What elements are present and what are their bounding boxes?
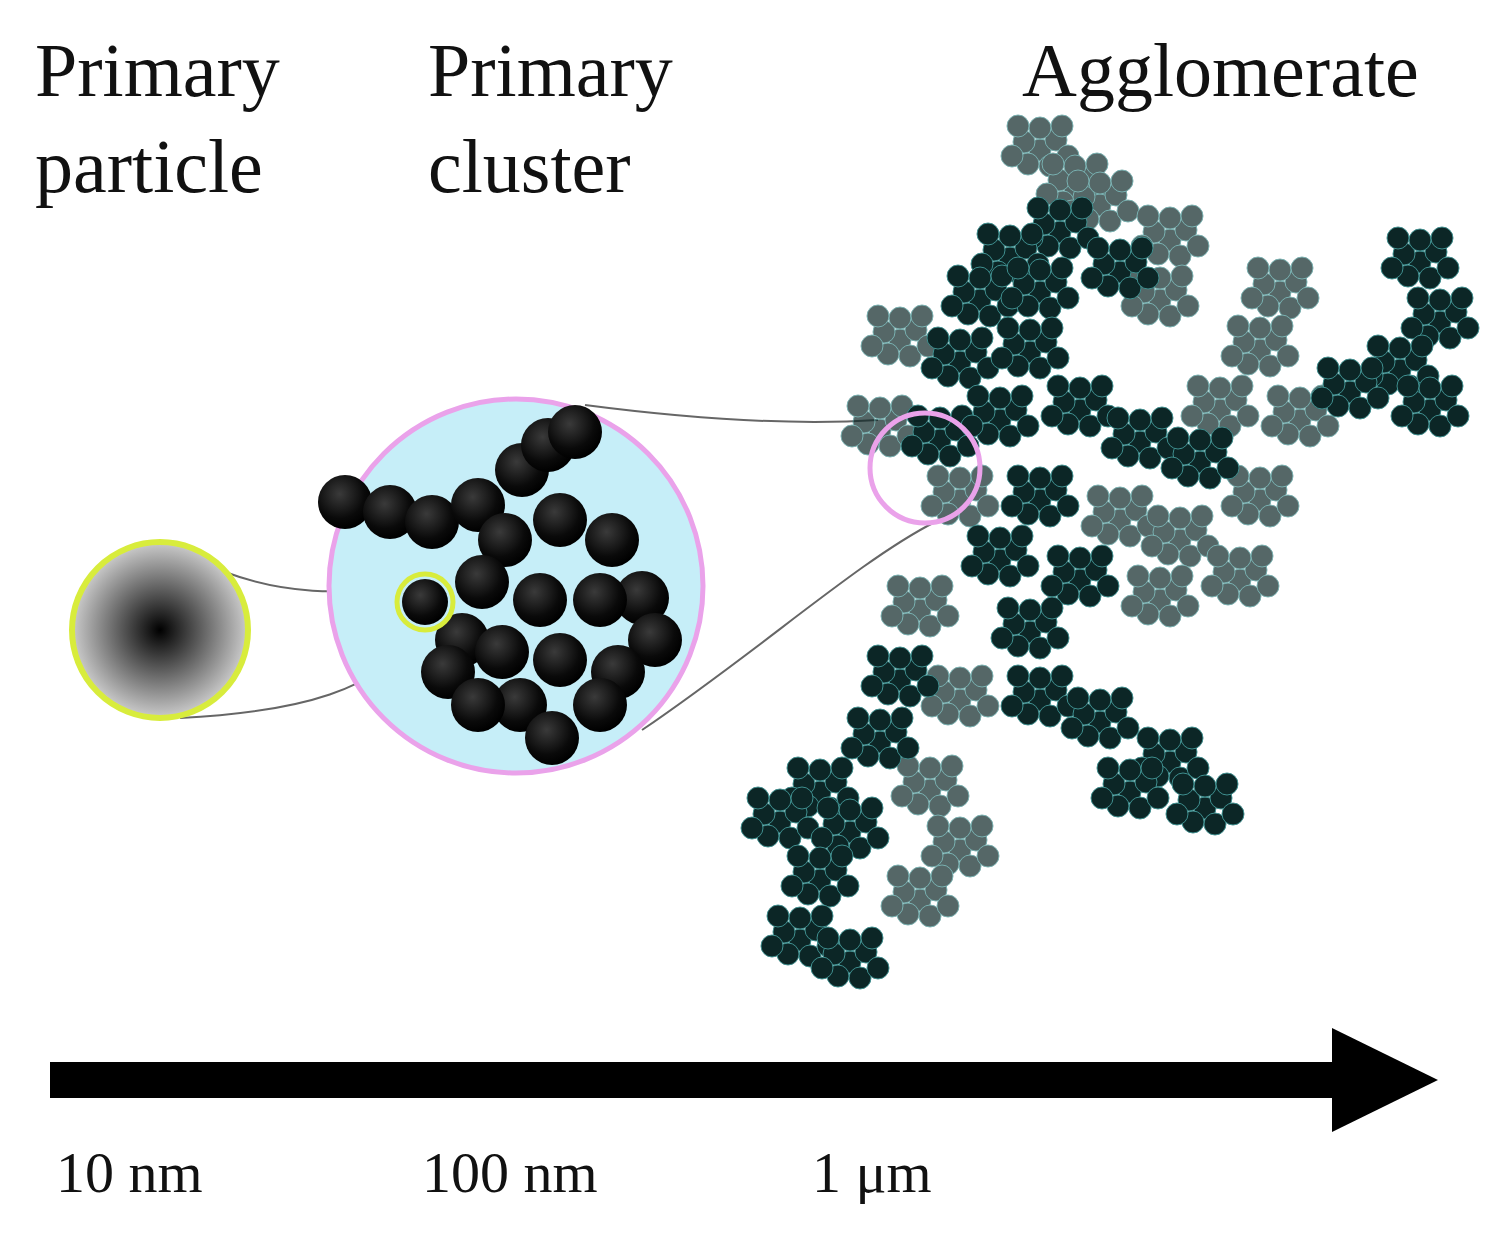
scale-tick-label: 10 nm	[56, 1138, 316, 1208]
primary-particle	[72, 542, 248, 718]
highlight-ring	[870, 413, 980, 523]
cluster-circle	[329, 399, 703, 773]
scale-heading: Primary particle	[35, 22, 345, 214]
scale-tick-label: 100 nm	[422, 1138, 682, 1208]
scale-heading: Agglomerate	[1022, 22, 1492, 118]
agglomerate	[741, 115, 1479, 989]
cluster-spheres	[318, 405, 682, 765]
highlight-ring	[397, 574, 453, 630]
scale-heading: Primary cluster	[428, 22, 758, 214]
scale-tick-label: 1 μm	[812, 1138, 1072, 1208]
scale-arrow	[50, 1028, 1438, 1132]
